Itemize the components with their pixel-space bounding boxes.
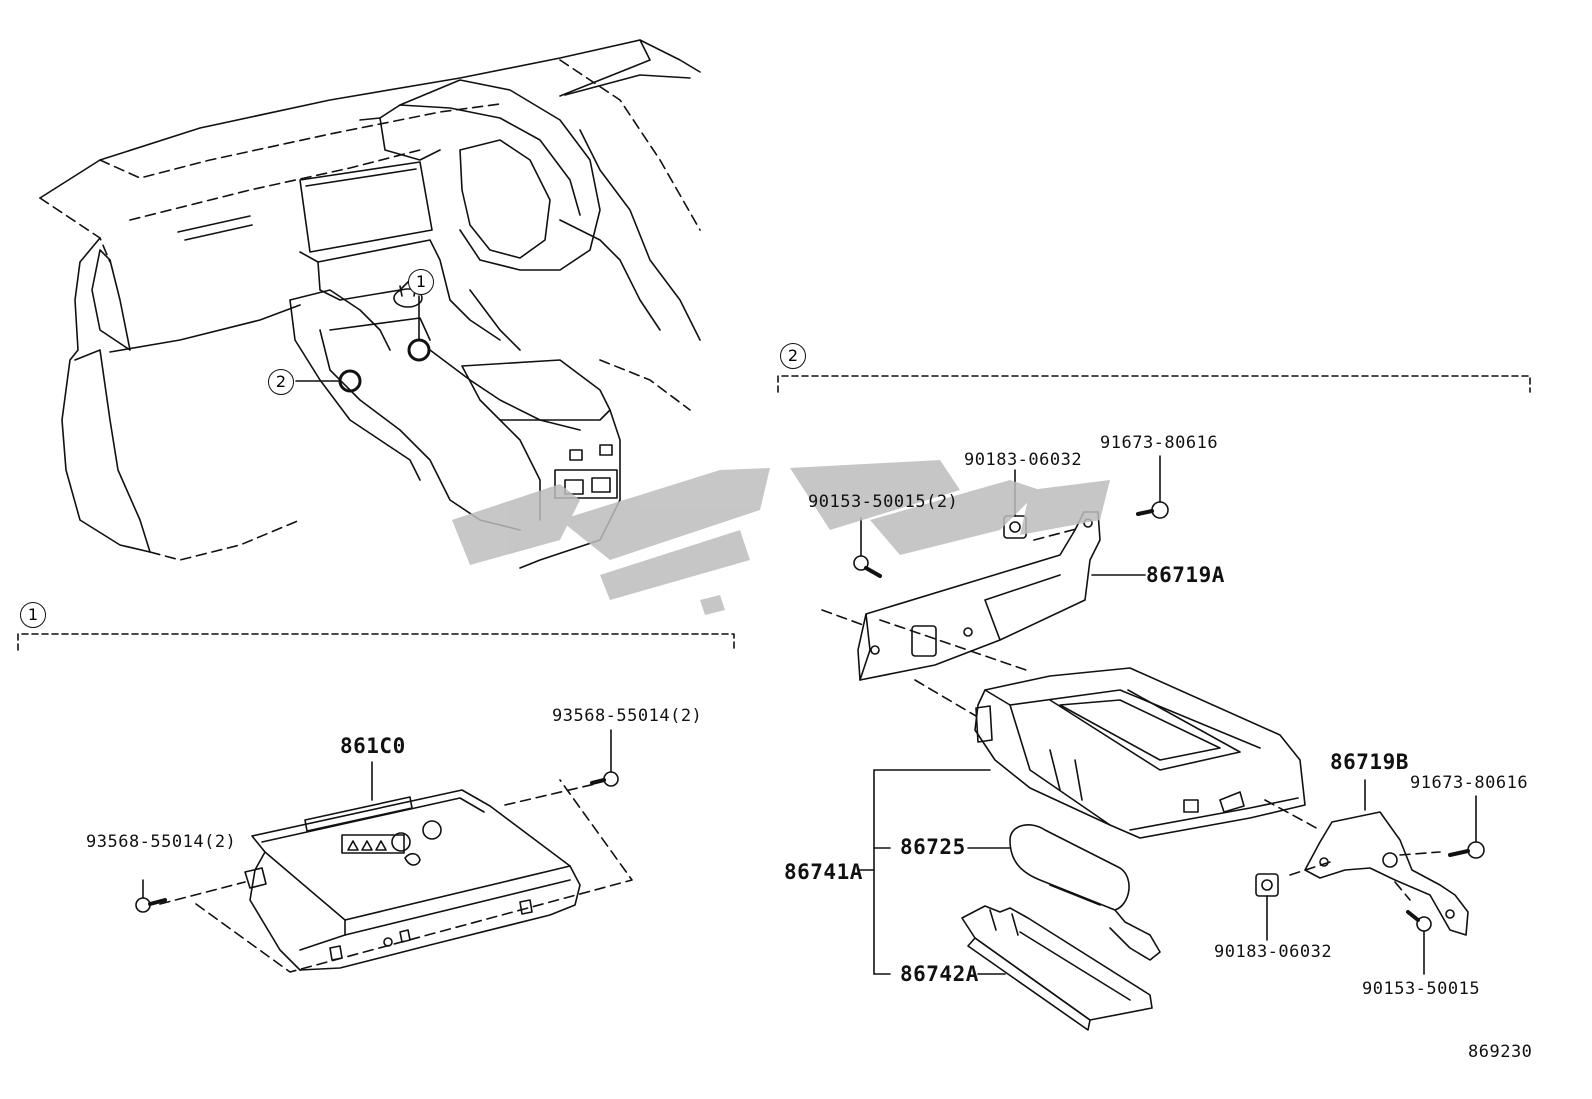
section-marker-1-overview: 1 (408, 269, 434, 295)
label-90153-top[interactable]: 90153-50015(2) (808, 492, 959, 512)
label-93568-left[interactable]: 93568-55014(2) (86, 832, 237, 852)
tray-86742A (961, 905, 1153, 1031)
label-91673-right[interactable]: 91673-80616 (1410, 773, 1529, 793)
label-86741A[interactable]: 86741A (784, 860, 863, 884)
wireless-charger-861C0 (159, 779, 633, 973)
label-86742A[interactable]: 86742A (900, 962, 979, 986)
watermark-logo (452, 460, 1110, 615)
label-90153-bottom[interactable]: 90153-50015 (1362, 979, 1481, 999)
leader-86741A-group (857, 769, 1011, 975)
receiver-86741A (974, 667, 1321, 839)
screw-90153-top (853, 517, 882, 578)
nut-90183-bottom (1255, 873, 1279, 941)
label-91673-top[interactable]: 91673-80616 (1100, 433, 1219, 453)
bolt-91673-right (1448, 795, 1485, 859)
screw-90153-bottom (1406, 910, 1432, 975)
label-93568-right[interactable]: 93568-55014(2) (552, 706, 703, 726)
section-2-bracket (777, 375, 1531, 393)
screw-93568-right (590, 729, 619, 787)
label-90183-bottom[interactable]: 90183-06032 (1214, 942, 1333, 962)
section-1-bracket (17, 633, 735, 651)
section-marker-2-header: 2 (780, 343, 806, 369)
screw-93568-left (135, 879, 167, 913)
bracket-86719B (1289, 779, 1469, 936)
section-marker-2-overview: 2 (268, 369, 294, 395)
label-86725[interactable]: 86725 (900, 835, 966, 859)
bolt-91673-top (1136, 455, 1169, 519)
drawing-number: 869230 (1468, 1042, 1533, 1062)
dashboard-illustration (39, 39, 701, 569)
bracket-86719A (821, 511, 1101, 717)
label-86719B[interactable]: 86719B (1330, 750, 1409, 774)
label-861C0[interactable]: 861C0 (340, 734, 406, 758)
label-90183-top[interactable]: 90183-06032 (964, 450, 1083, 470)
label-86719A[interactable]: 86719A (1146, 563, 1225, 587)
module-86725 (1009, 824, 1161, 961)
section-marker-1-header: 1 (20, 602, 46, 628)
